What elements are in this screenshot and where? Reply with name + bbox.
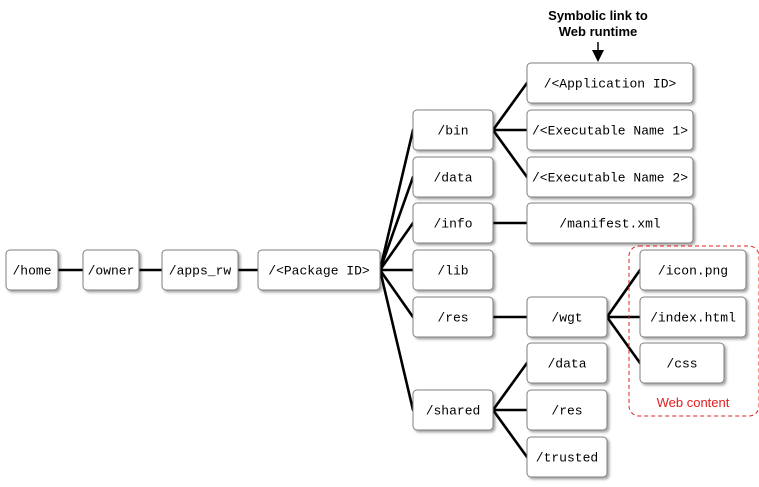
node-apps-rw-label: /apps_rw bbox=[169, 264, 232, 279]
node-executable-name-1-box bbox=[526, 109, 694, 151]
web-content-label: Web content bbox=[657, 395, 730, 410]
node-owner: /owner bbox=[82, 249, 140, 291]
node-info-box bbox=[412, 202, 494, 244]
node-css: /css bbox=[639, 342, 725, 384]
node-apps-rw-box bbox=[161, 249, 239, 291]
node-data-label: /data bbox=[433, 171, 472, 186]
node-lib: /lib bbox=[412, 249, 494, 291]
connector-bin-to-application-id bbox=[491, 81, 529, 132]
node-shared-data-label: /data bbox=[547, 357, 586, 372]
node-shared-data-box bbox=[526, 342, 608, 384]
node-executable-name-2-box bbox=[526, 156, 694, 198]
connector-package-id-to-info bbox=[378, 221, 415, 272]
node-wgt-box bbox=[526, 296, 608, 338]
node-manifest-xml-box bbox=[526, 202, 694, 244]
connector-wgt-to-css bbox=[605, 315, 642, 365]
node-index-html-box bbox=[639, 296, 747, 338]
node-bin: /bin bbox=[412, 109, 494, 151]
connector-shared-to-shared-data bbox=[491, 361, 529, 412]
node-res: /res bbox=[412, 296, 494, 338]
node-index-html-label: /index.html bbox=[650, 311, 736, 326]
node-info-label: /info bbox=[433, 217, 472, 232]
web-content-boundary bbox=[628, 245, 759, 417]
connector-package-id-to-bin bbox=[378, 128, 415, 272]
node-executable-name-2: /<Executable Name 2> bbox=[526, 156, 694, 198]
node-shared-res: /res bbox=[526, 389, 608, 431]
node-owner-label: /owner bbox=[88, 264, 135, 279]
node-application-id: /<Application ID> bbox=[526, 62, 694, 104]
callout-line-2: Web runtime bbox=[559, 24, 638, 39]
node-manifest-xml: /manifest.xml bbox=[526, 202, 694, 244]
node-wgt-label: /wgt bbox=[551, 311, 582, 326]
node-shared-res-box bbox=[526, 389, 608, 431]
node-application-id-box bbox=[526, 62, 694, 104]
connector-package-id-to-res bbox=[378, 268, 415, 319]
node-application-id-label: /<Application ID> bbox=[544, 77, 677, 92]
node-bin-box bbox=[412, 109, 494, 151]
connector-bin-to-executable-name-2 bbox=[491, 128, 529, 179]
node-package-id-label: /<Package ID> bbox=[268, 264, 370, 279]
node-shared-label: /shared bbox=[426, 404, 481, 419]
node-lib-box bbox=[412, 249, 494, 291]
node-index-html: /index.html bbox=[639, 296, 747, 338]
node-apps-rw: /apps_rw bbox=[161, 249, 239, 291]
node-executable-name-1-label: /<Executable Name 1> bbox=[532, 124, 688, 139]
node-res-box bbox=[412, 296, 494, 338]
symbolic-link-callout: Symbolic link to Web runtime bbox=[548, 8, 648, 62]
node-shared-res-label: /res bbox=[551, 404, 582, 419]
node-shared: /shared bbox=[412, 389, 494, 431]
node-shared-trusted-label: /trusted bbox=[536, 451, 598, 466]
node-css-label: /css bbox=[666, 357, 697, 372]
node-data-box bbox=[412, 156, 494, 198]
node-icon-png-label: /icon.png bbox=[658, 264, 728, 279]
node-manifest-xml-label: /manifest.xml bbox=[559, 217, 661, 232]
node-wgt: /wgt bbox=[526, 296, 608, 338]
node-lib-label: /lib bbox=[437, 264, 468, 279]
node-info: /info bbox=[412, 202, 494, 244]
connector-shared-to-shared-trusted bbox=[491, 408, 529, 459]
connector-package-id-to-shared bbox=[378, 268, 415, 412]
node-bin-label: /bin bbox=[437, 124, 468, 139]
node-shared-box bbox=[412, 389, 494, 431]
node-package-id-box bbox=[257, 249, 381, 291]
node-shared-data: /data bbox=[526, 342, 608, 384]
node-css-box bbox=[639, 342, 725, 384]
node-executable-name-2-label: /<Executable Name 2> bbox=[532, 171, 688, 186]
connector-package-id-to-data bbox=[378, 175, 415, 272]
node-home-box bbox=[5, 249, 59, 291]
node-icon-png: /icon.png bbox=[639, 249, 747, 291]
node-home: /home bbox=[5, 249, 59, 291]
callout-line-1: Symbolic link to bbox=[548, 8, 648, 23]
web-content-group: Web content bbox=[628, 245, 759, 417]
node-owner-box bbox=[82, 249, 140, 291]
node-shared-trusted-box bbox=[526, 436, 608, 478]
connector-wgt-to-icon-png bbox=[605, 268, 642, 319]
node-executable-name-1: /<Executable Name 1> bbox=[526, 109, 694, 151]
node-home-label: /home bbox=[12, 264, 51, 279]
node-icon-png-box bbox=[639, 249, 747, 291]
node-res-label: /res bbox=[437, 311, 468, 326]
tree-connectors bbox=[56, 81, 642, 459]
node-shared-trusted: /trusted bbox=[526, 436, 608, 478]
node-package-id: /<Package ID> bbox=[257, 249, 381, 291]
tree-nodes: /home/owner/apps_rw /<Package ID> /bin/dat… bbox=[5, 62, 747, 478]
node-data: /data bbox=[412, 156, 494, 198]
